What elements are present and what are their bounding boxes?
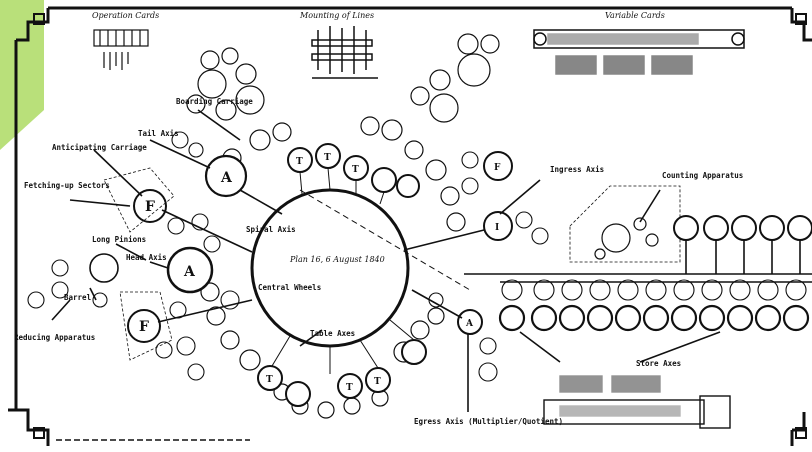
mounting-device <box>311 26 378 79</box>
wheel-a-head <box>166 246 214 294</box>
ornamental-frame <box>8 6 812 446</box>
title-variable-cards: Variable Cards <box>605 11 665 20</box>
letter-f-3: F <box>494 163 501 173</box>
letter-f-1: F <box>145 199 155 215</box>
central-wheels-label: Central Wheels <box>258 283 321 292</box>
central-inscription: Plan 16, 6 August 1840 <box>289 255 385 264</box>
letter-t-5: T <box>346 383 353 393</box>
central-wheel <box>250 188 410 348</box>
radial-spokes <box>271 167 415 374</box>
top-cluster-left <box>186 47 265 121</box>
label-barrel: Barrel <box>64 293 91 302</box>
left-frames <box>103 167 175 361</box>
letter-t-6: T <box>374 377 381 387</box>
label-anticipating-carriage: Anticipating Carriage <box>52 143 147 152</box>
counting-apparatus <box>569 185 681 263</box>
letter-a-1: A <box>220 170 233 186</box>
letter-a-3: A <box>465 319 474 329</box>
bottom-card-reader <box>543 375 731 429</box>
wheel-a-egress <box>457 309 483 335</box>
wheel-a-tail <box>204 154 248 198</box>
letter-f-2: F <box>139 319 149 335</box>
label-reducing-apparatus: Reducing Apparatus <box>14 333 95 342</box>
label-long-pinions: Long Pinions <box>92 235 146 244</box>
letter-t-3: T <box>352 165 359 175</box>
top-cluster-right <box>410 33 500 123</box>
wheel-f-right <box>483 151 513 181</box>
letter-i: I <box>495 223 499 233</box>
diagonal-dash <box>299 189 471 291</box>
label-egress-axis: Egress Axis (Multiplier/Quotient) <box>414 417 563 426</box>
label-spiral-axis: Spiral Axis <box>246 225 296 234</box>
store-upper-row <box>673 215 812 241</box>
title-operation-cards: Operation Cards <box>92 11 159 20</box>
label-counting-apparatus: Counting Apparatus <box>662 171 743 180</box>
variable-card-reader <box>533 29 745 75</box>
label-table-axes: Table Axes <box>310 329 355 338</box>
label-boarding-carriage: Boarding Carriage <box>176 97 253 106</box>
label-ingress-axis: Ingress Axis <box>550 165 604 174</box>
leader-lines <box>51 109 721 412</box>
label-store-axes: Store Axes <box>636 359 681 368</box>
operation-card-device <box>93 29 149 70</box>
wheel-i-ingress <box>483 211 513 241</box>
label-tail-axis: Tail Axis <box>138 129 179 138</box>
store-lower-row <box>498 304 810 332</box>
label-fetching-up-sectors: Fetching-up Sectors <box>24 181 110 190</box>
right-small-wheels <box>428 151 549 382</box>
letter-t-2: T <box>324 153 331 163</box>
label-head-axis: Head Axis <box>126 253 167 262</box>
green-corner-accent <box>0 0 44 150</box>
letter-t-1: T <box>296 157 303 167</box>
wheel-f-top <box>133 189 167 223</box>
wheel-f-bottom <box>127 309 161 343</box>
wheel-left-pinion <box>89 253 119 283</box>
store-middle-row <box>501 279 807 301</box>
letter-t-4: T <box>266 375 273 385</box>
letter-a-2: A <box>183 264 196 280</box>
title-mounting-of-lines: Mounting of Lines <box>299 11 374 20</box>
store-rails <box>464 240 812 283</box>
